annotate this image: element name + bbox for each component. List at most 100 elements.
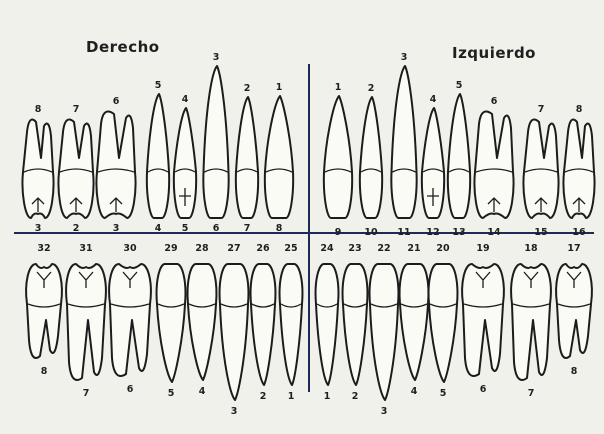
tooth-number-label: 8 bbox=[276, 223, 283, 234]
lower-tooth: 27 3 bbox=[220, 243, 249, 417]
tooth-number-label: 4 bbox=[155, 223, 162, 234]
upper-tooth: 72 bbox=[58, 104, 93, 234]
lower-tooth: 19 6 bbox=[462, 243, 504, 395]
tooth-number-label: 20 bbox=[436, 243, 450, 254]
upper-tooth: 7 15 bbox=[523, 104, 558, 238]
tooth-type-label: 2 bbox=[352, 391, 359, 402]
upper-tooth: 19 bbox=[324, 82, 352, 238]
tooth-type-label: 4 bbox=[199, 386, 206, 397]
tooth-type-label: 1 bbox=[324, 391, 331, 402]
tooth-type-label: 5 bbox=[440, 388, 447, 399]
lower-tooth: 30 6 bbox=[109, 243, 151, 395]
tooth-number-label: 27 bbox=[227, 243, 240, 254]
lower-tooth: 31 7 bbox=[66, 243, 106, 399]
upper-tooth: 8 16 bbox=[563, 104, 594, 238]
tooth-number-label: 24 bbox=[320, 243, 334, 254]
tooth-number-label: 19 bbox=[476, 243, 489, 254]
tooth-type-label: 5 bbox=[456, 80, 463, 91]
lower-tooth: 21 4 bbox=[400, 243, 429, 397]
lower-tooth: 29 5 bbox=[157, 243, 186, 399]
tooth-number-label: 15 bbox=[534, 227, 547, 238]
upper-tooth: 3 11 bbox=[391, 52, 416, 238]
tooth-type-label: 3 bbox=[401, 52, 408, 63]
tooth-type-label: 1 bbox=[335, 82, 342, 93]
side-title-right: Derecho bbox=[86, 38, 160, 56]
tooth-type-label: 6 bbox=[127, 384, 134, 395]
lower-tooth: 23 2 bbox=[343, 243, 368, 402]
tooth-number-label: 21 bbox=[407, 243, 420, 254]
lower-tooth: 24 1 bbox=[316, 243, 339, 402]
tooth-type-label: 3 bbox=[231, 406, 238, 417]
upper-tooth: 5 13 bbox=[448, 80, 470, 238]
tooth-number-label: 31 bbox=[79, 243, 92, 254]
tooth-number-label: 28 bbox=[195, 243, 209, 254]
tooth-number-label: 12 bbox=[426, 227, 439, 238]
tooth-type-label: 6 bbox=[491, 96, 498, 107]
tooth-type-label: 6 bbox=[113, 96, 120, 107]
tooth-type-label: 7 bbox=[73, 104, 80, 115]
side-title-left: Izquierdo bbox=[452, 44, 536, 62]
tooth-number-label: 18 bbox=[524, 243, 538, 254]
tooth-type-label: 2 bbox=[368, 83, 375, 94]
tooth-type-label: 4 bbox=[182, 94, 189, 105]
tooth-number-label: 10 bbox=[364, 227, 378, 238]
tooth-type-label: 1 bbox=[276, 82, 283, 93]
lower-tooth: 22 3 bbox=[370, 243, 399, 417]
tooth-number-label: 30 bbox=[123, 243, 137, 254]
tooth-type-label: 8 bbox=[571, 366, 578, 377]
tooth-number-label: 3 bbox=[35, 223, 42, 234]
tooth-number-label: 13 bbox=[452, 227, 465, 238]
tooth-type-label: 3 bbox=[381, 406, 388, 417]
tooth-type-label: 1 bbox=[288, 391, 295, 402]
tooth-type-label: 4 bbox=[430, 94, 437, 105]
tooth-number-label: 25 bbox=[284, 243, 297, 254]
tooth-type-label: 7 bbox=[538, 104, 545, 115]
tooth-type-label: 6 bbox=[480, 384, 487, 395]
upper-tooth: 54 bbox=[147, 80, 169, 234]
upper-tooth: 63 bbox=[96, 96, 135, 234]
tooth-number-label: 5 bbox=[182, 223, 189, 234]
tooth-type-label: 8 bbox=[41, 366, 48, 377]
tooth-type-label: 7 bbox=[83, 388, 90, 399]
tooth-type-label: 2 bbox=[260, 391, 267, 402]
upper-tooth: 83 bbox=[22, 104, 53, 234]
tooth-type-label: 7 bbox=[528, 388, 535, 399]
tooth-number-label: 14 bbox=[487, 227, 501, 238]
lower-tooth: 25 1 bbox=[280, 243, 303, 402]
tooth-type-label: 3 bbox=[213, 52, 220, 63]
tooth-number-label: 11 bbox=[397, 227, 410, 238]
tooth-number-label: 32 bbox=[37, 243, 50, 254]
tooth-type-label: 8 bbox=[576, 104, 583, 115]
tooth-number-label: 23 bbox=[348, 243, 361, 254]
tooth-type-label: 4 bbox=[411, 386, 418, 397]
lower-tooth: 17 8 bbox=[556, 243, 592, 377]
lower-tooth: 18 7 bbox=[511, 243, 551, 399]
tooth-number-label: 26 bbox=[256, 243, 270, 254]
tooth-number-label: 2 bbox=[73, 223, 80, 234]
tooth-type-label: 2 bbox=[244, 83, 251, 94]
lower-tooth: 26 2 bbox=[251, 243, 276, 402]
tooth-number-label: 3 bbox=[113, 223, 120, 234]
upper-tooth: 27 bbox=[236, 83, 258, 234]
lower-tooth: 28 4 bbox=[188, 243, 217, 397]
tooth-number-label: 22 bbox=[377, 243, 390, 254]
tooth-number-label: 17 bbox=[567, 243, 580, 254]
upper-tooth: 45 bbox=[174, 94, 196, 234]
tooth-number-label: 16 bbox=[572, 227, 586, 238]
tooth-number-label: 7 bbox=[244, 223, 251, 234]
upper-tooth: 2 10 bbox=[360, 83, 382, 238]
upper-tooth: 18 bbox=[265, 82, 293, 234]
upper-tooth: 36 bbox=[203, 52, 228, 234]
tooth-type-label: 8 bbox=[35, 104, 42, 115]
tooth-type-label: 5 bbox=[168, 388, 175, 399]
lower-tooth: 32 8 bbox=[26, 243, 62, 377]
upper-tooth: 6 14 bbox=[474, 96, 513, 238]
tooth-number-label: 29 bbox=[164, 243, 177, 254]
tooth-type-label: 5 bbox=[155, 80, 162, 91]
upper-tooth: 4 12 bbox=[422, 94, 444, 238]
tooth-number-label: 9 bbox=[335, 227, 342, 238]
lower-tooth: 20 5 bbox=[429, 243, 458, 399]
tooth-number-label: 6 bbox=[213, 223, 220, 234]
